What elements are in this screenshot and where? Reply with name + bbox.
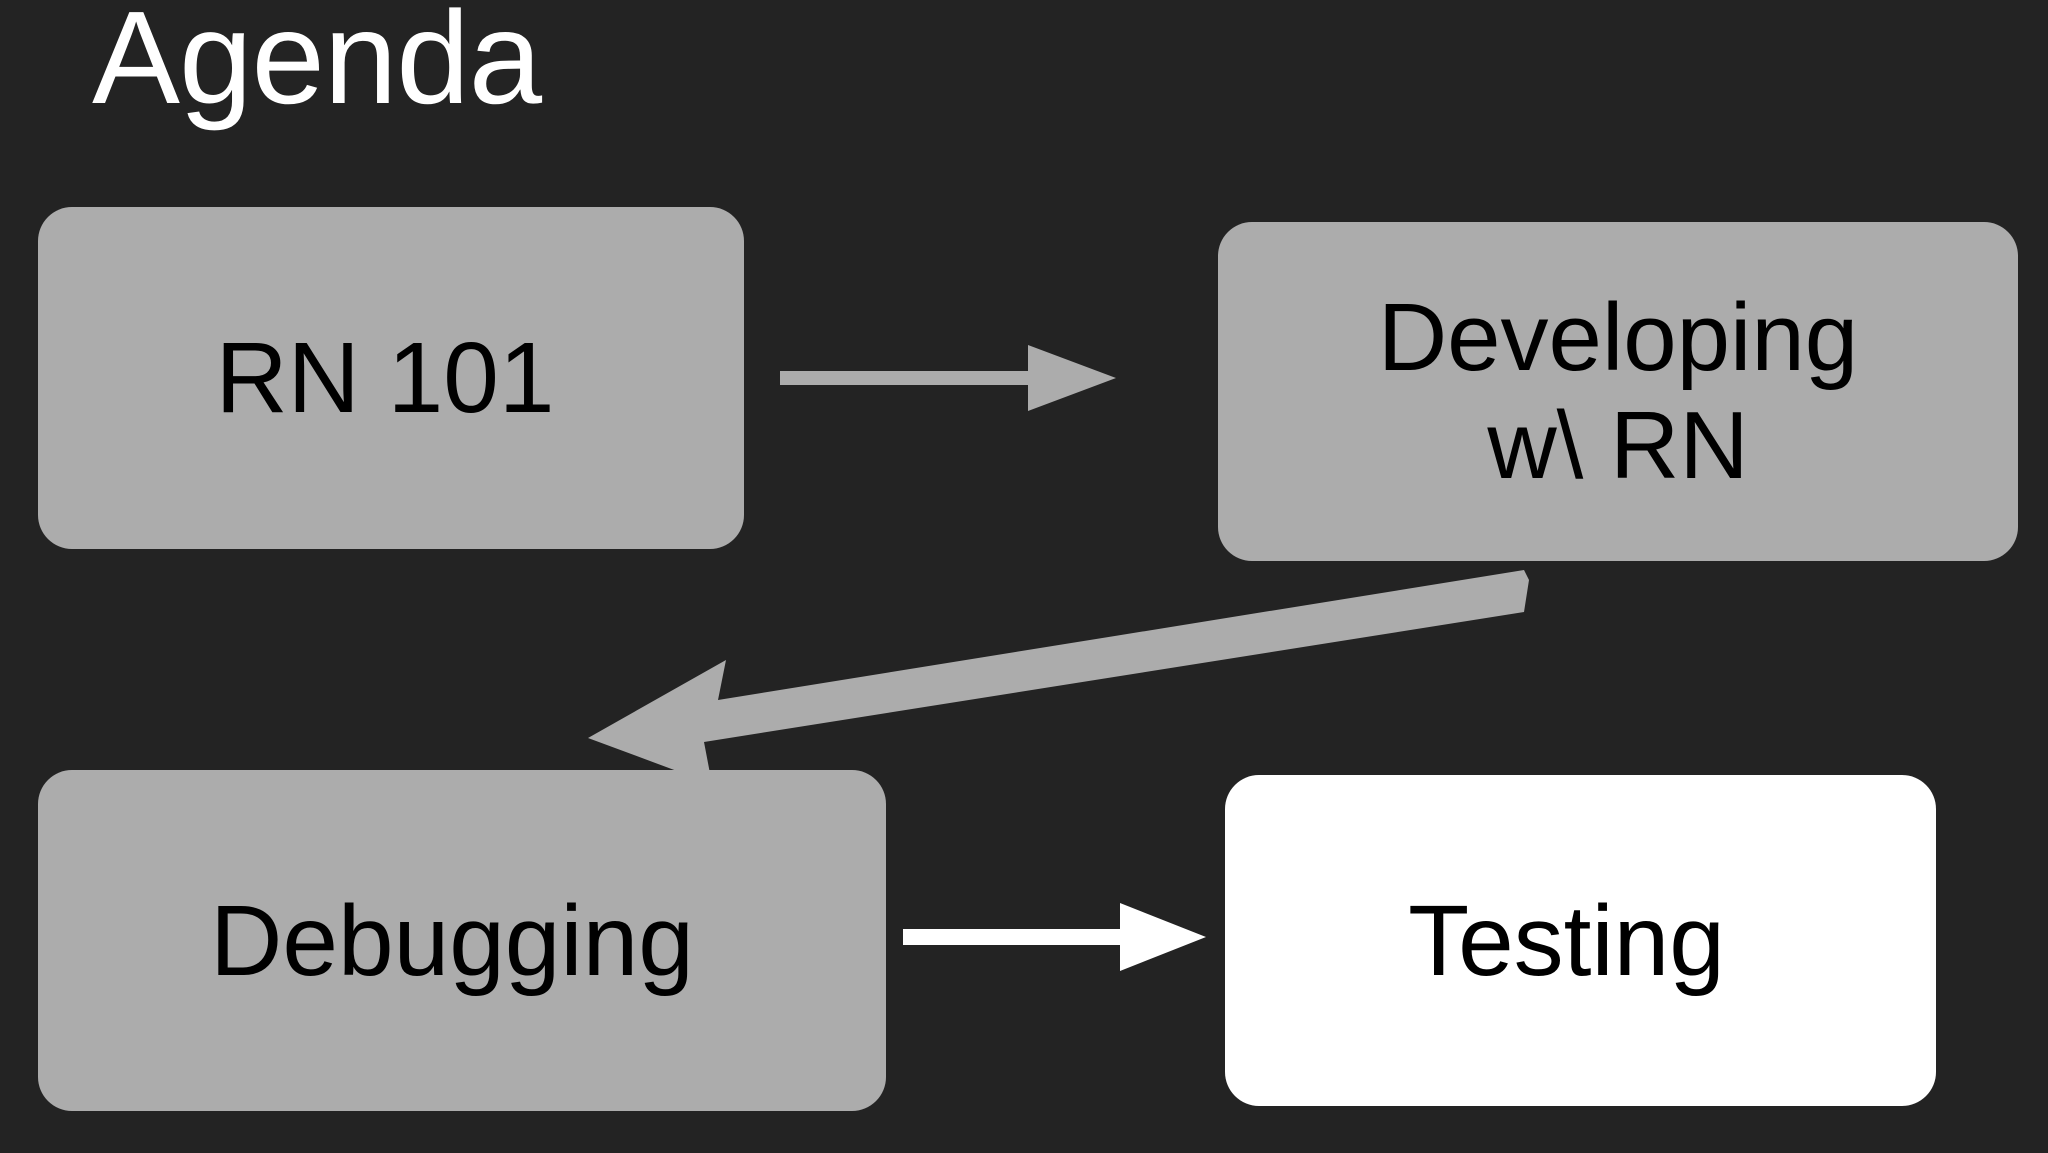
agenda-node-developing[interactable]: Developing w\ RN	[1218, 222, 2018, 561]
arrow-developing-to-debugging-icon	[588, 570, 1529, 784]
agenda-node-debugging-label: Debugging	[210, 884, 694, 997]
agenda-node-testing-label: Testing	[1408, 884, 1725, 997]
agenda-node-debugging[interactable]: Debugging	[38, 770, 886, 1111]
page-title: Agenda	[92, 0, 542, 131]
agenda-node-testing[interactable]: Testing	[1225, 775, 1936, 1106]
agenda-node-developing-label: Developing w\ RN	[1377, 283, 1859, 499]
agenda-node-rn101-label: RN 101	[215, 322, 555, 434]
agenda-node-rn101[interactable]: RN 101	[38, 207, 744, 549]
arrow-debugging-to-testing-icon	[903, 903, 1206, 971]
arrow-rn101-to-developing-icon	[780, 345, 1116, 411]
